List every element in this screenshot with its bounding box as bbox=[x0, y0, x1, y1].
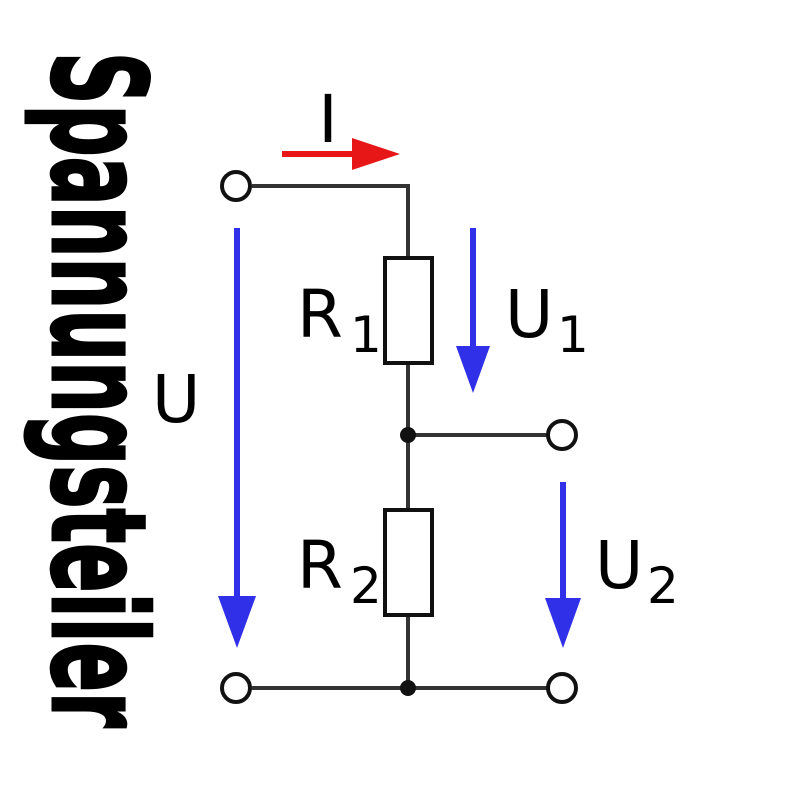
voltage-arrow-u-head bbox=[218, 596, 256, 648]
node-dot-bottom bbox=[400, 680, 416, 696]
resistor-r1-label: R bbox=[297, 276, 343, 353]
terminal-bottom-right bbox=[546, 672, 578, 704]
voltage-u-label: U bbox=[152, 361, 200, 438]
resistor-r2-label: R bbox=[297, 527, 343, 604]
current-arrow-icon bbox=[282, 138, 400, 170]
voltage-arrow-u1-head bbox=[456, 346, 490, 393]
voltage-u1-label: U bbox=[505, 276, 553, 353]
voltage-arrow-u1-icon bbox=[456, 228, 490, 393]
voltage-u1-subscript: 1 bbox=[557, 306, 589, 364]
resistor-r1 bbox=[383, 256, 434, 365]
voltage-u2-subscript: 2 bbox=[647, 557, 679, 615]
terminal-bottom-left bbox=[220, 672, 252, 704]
voltage-arrow-u2-head bbox=[545, 598, 581, 648]
resistor-r2-subscript: 2 bbox=[350, 557, 382, 615]
resistor-r2 bbox=[383, 508, 434, 617]
resistor-r1-subscript: 1 bbox=[350, 306, 382, 364]
voltage-u2-label: U bbox=[595, 527, 643, 604]
terminal-middle-right bbox=[546, 419, 578, 451]
voltage-arrow-u2-icon bbox=[545, 482, 581, 648]
node-dot-middle bbox=[400, 427, 416, 443]
terminal-top-left bbox=[220, 170, 252, 202]
voltage-arrow-u-icon bbox=[218, 228, 256, 648]
current-arrow-head bbox=[352, 138, 400, 170]
current-label: I bbox=[318, 81, 337, 158]
wire-top bbox=[252, 184, 410, 258]
